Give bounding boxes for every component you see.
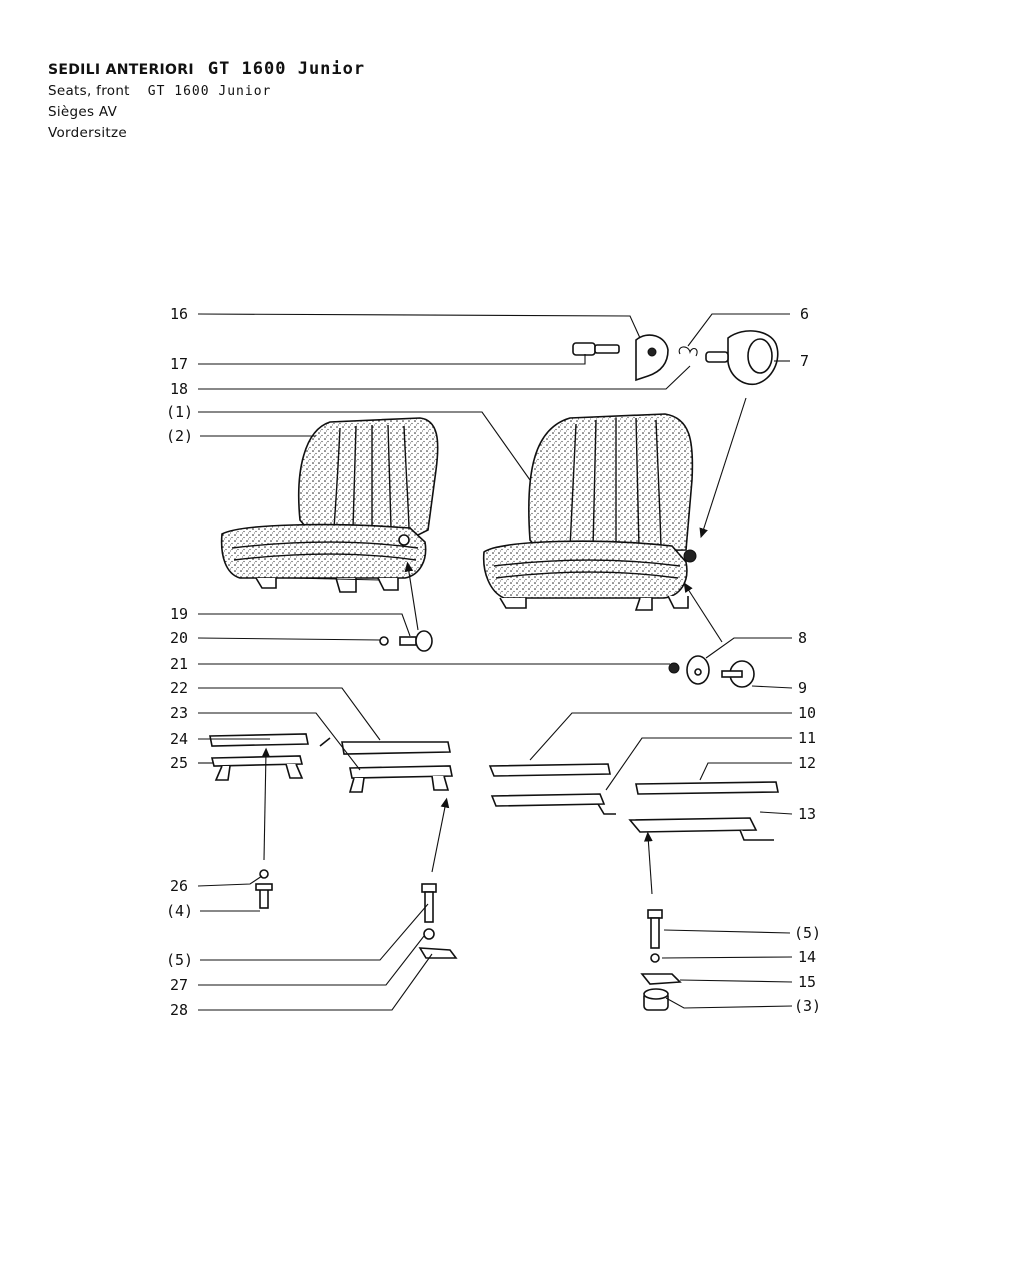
bolt-left-small	[255, 869, 273, 909]
title-french: Sièges AV	[48, 104, 118, 120]
leader-lines	[197, 313, 793, 1011]
title-row-fr: Sièges AV	[48, 100, 365, 121]
left-seat	[220, 417, 439, 593]
adjuster-bracket	[635, 334, 669, 382]
callout-22: 22	[170, 679, 189, 697]
callout-14: 14	[798, 948, 817, 966]
callout-19: 19	[170, 605, 189, 623]
title-italian: SEDILI ANTERIORI	[48, 62, 194, 78]
callout-13: 13	[798, 805, 817, 823]
callout-7: 7	[800, 352, 810, 370]
model-name: GT 1600 Junior	[207, 59, 366, 79]
title-english: Seats, front	[48, 83, 130, 99]
callout-25: 25	[170, 754, 189, 772]
bolt-left-large	[418, 883, 458, 959]
title-german: Vordersitze	[48, 125, 127, 141]
callout-8: 8	[798, 629, 808, 647]
knob-screw-left	[379, 630, 433, 652]
callout-12: 12	[798, 754, 817, 772]
callout-4: (4)	[166, 902, 194, 920]
callout-28: 28	[170, 1001, 189, 1019]
left-rails	[209, 733, 453, 793]
model-name-small: GT 1600 Junior	[147, 84, 272, 99]
callout-5-right: (5)	[794, 924, 822, 942]
callout-16: 16	[170, 305, 189, 323]
callout-18: 18	[170, 380, 189, 398]
callout-20: 20	[170, 629, 189, 647]
bolt-right	[640, 909, 682, 1011]
right-seat	[482, 413, 697, 611]
page-header: SEDILI ANTERIORI GT 1600 Junior Seats, fr…	[48, 58, 365, 142]
callout-24: 24	[170, 730, 189, 748]
callout-10: 10	[798, 704, 817, 722]
washer-right	[668, 655, 710, 685]
callout-27: 27	[170, 976, 189, 994]
right-rails	[488, 763, 779, 841]
knob-right	[721, 660, 755, 688]
callout-15: 15	[798, 973, 817, 991]
title-row-it: SEDILI ANTERIORI GT 1600 Junior	[48, 58, 365, 79]
callout-2: (2)	[166, 427, 194, 445]
callout-9: 9	[798, 679, 808, 697]
callout-1: (1)	[166, 403, 194, 421]
adjuster-knob	[705, 330, 779, 386]
callout-26: 26	[170, 877, 189, 895]
assembly-arrows	[261, 397, 747, 895]
callout-3: (3)	[794, 997, 822, 1015]
title-row-en: Seats, front GT 1600 Junior	[48, 79, 365, 100]
callout-11: 11	[798, 729, 817, 747]
callout-6: 6	[800, 305, 810, 323]
title-row-de: Vordersitze	[48, 121, 365, 142]
adjuster-pin	[572, 342, 620, 356]
spring-clip	[678, 346, 698, 357]
callout-23: 23	[170, 704, 189, 722]
callout-17: 17	[170, 355, 189, 373]
callout-5-left: (5)	[166, 951, 194, 969]
callout-21: 21	[170, 655, 189, 673]
